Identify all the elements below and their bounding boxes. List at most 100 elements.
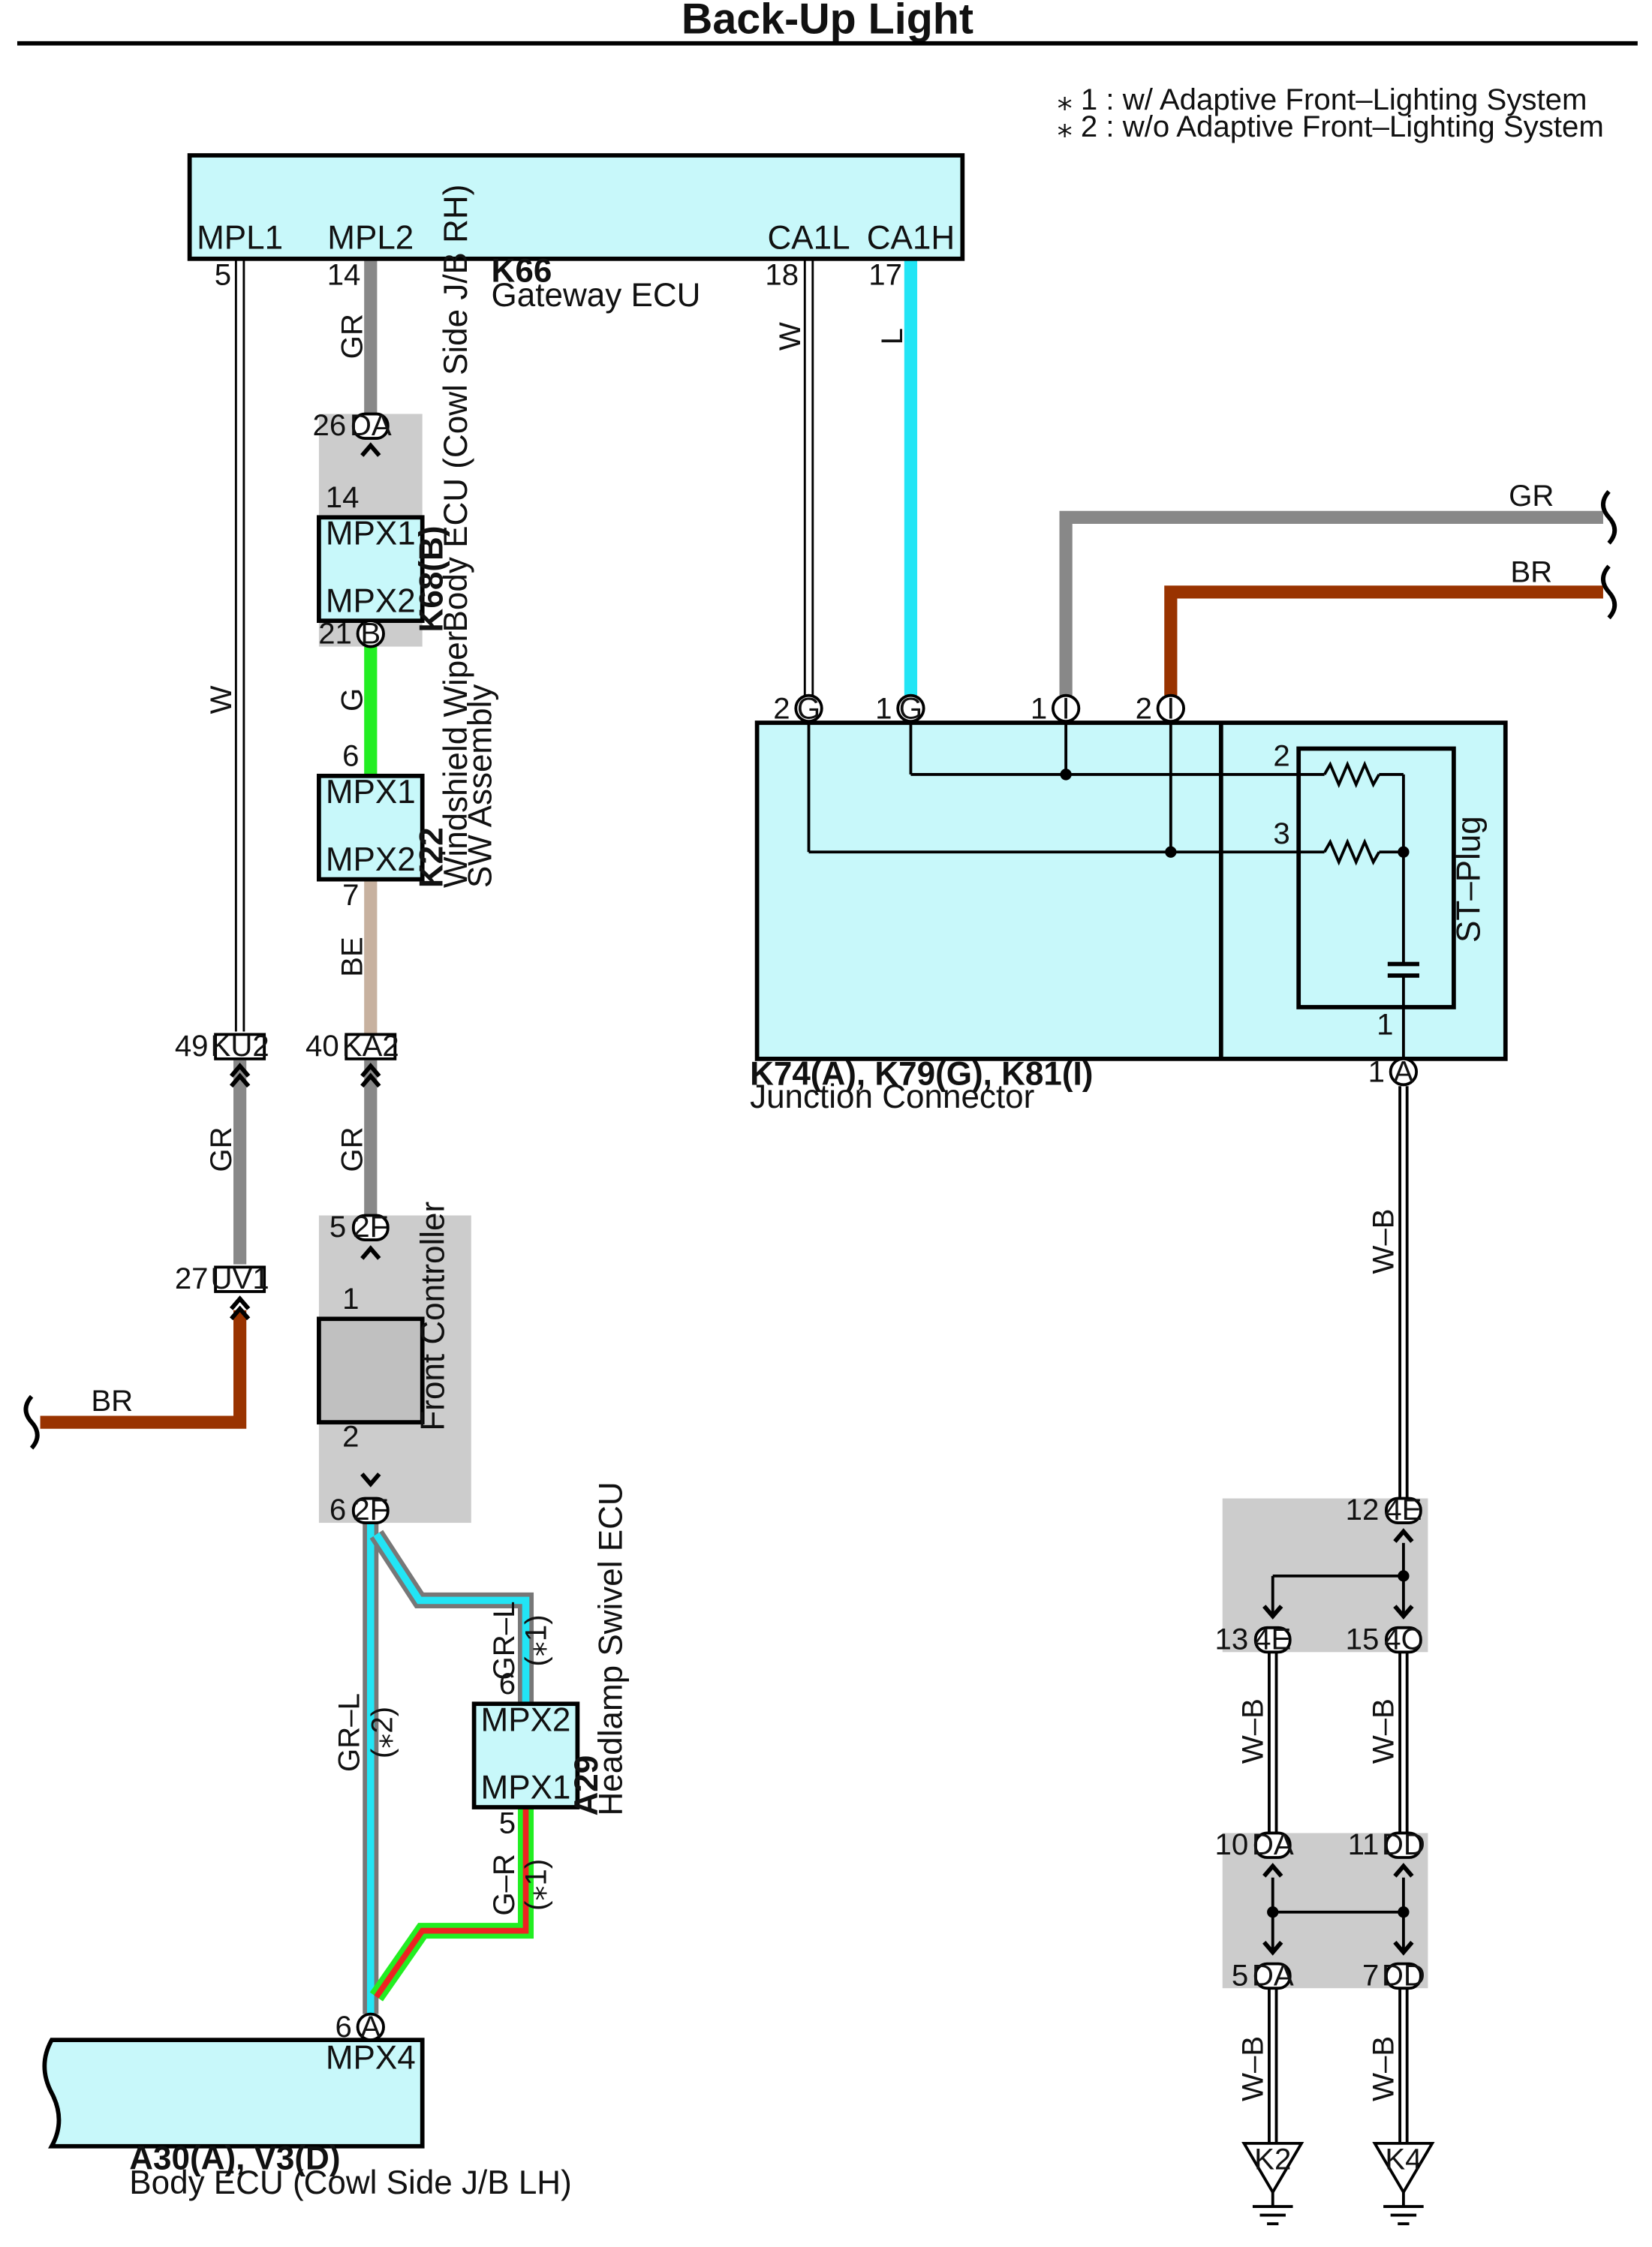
- wire-break-br: [1601, 564, 1617, 620]
- junction-node-2: [1165, 846, 1177, 858]
- junction-internal-wiring: [807, 721, 1405, 1059]
- svg-text:4C: 4C: [1384, 1622, 1422, 1656]
- wire-label-wb-5: W–B: [1366, 2036, 1400, 2101]
- wire-label-wb-main: W–B: [1366, 1208, 1400, 1274]
- k66-pin-ca1h: CA1H: [867, 219, 955, 256]
- k66-name: Gateway ECU: [492, 277, 701, 314]
- front-controller-name: Front Controller: [414, 1202, 451, 1431]
- k68-conn-da: DA: [350, 408, 392, 442]
- wire-note-1a: (⁎1): [519, 1614, 552, 1666]
- svg-text:G: G: [797, 691, 820, 725]
- junction-conn-i-1: I: [1051, 691, 1081, 725]
- k66-pinnum-17: 17: [868, 257, 902, 291]
- wire-label-g: G: [335, 688, 369, 711]
- k66-pinnum-18: 18: [765, 257, 799, 291]
- front-controller-conn-bottom: 2F: [351, 1493, 390, 1527]
- jb-da-node-left: [1267, 1906, 1279, 1918]
- k22-pinnum-6: 6: [342, 738, 359, 772]
- junction-pin-1g: 1: [875, 691, 892, 725]
- wire-label-wb-4: W–B: [1235, 2036, 1269, 2101]
- jb-pin-13: 13: [1214, 1622, 1248, 1656]
- uv1-pin: 27: [175, 1262, 209, 1295]
- k22-code: K22: [413, 827, 450, 888]
- junction-conn-a-out: A: [1389, 1054, 1419, 1088]
- k68-conn-b: B: [356, 617, 385, 651]
- junction-conn-i-2: I: [1156, 691, 1185, 725]
- resistor-2: [1323, 838, 1381, 866]
- a30-pinnum: 6: [336, 2010, 352, 2044]
- k22-name-2: SW Assembly: [462, 684, 499, 889]
- jb-da-shade: [1222, 1833, 1428, 1989]
- junction-name: Junction Connector: [750, 1078, 1034, 1115]
- svg-text:B: B: [360, 617, 381, 651]
- ka2-pin: 40: [305, 1029, 339, 1063]
- wire-label-wb-2: W–B: [1235, 1698, 1269, 1764]
- resistor-1: [1323, 760, 1381, 789]
- a29-name: Headlamp Swivel ECU: [593, 1481, 630, 1815]
- fc-pin-1: 1: [342, 1282, 359, 1316]
- svg-text:2F: 2F: [353, 1210, 388, 1244]
- k22-pin-top: MPX1: [326, 774, 416, 811]
- jb-da-conn-bottom: DA: [1252, 1958, 1294, 1992]
- wire-break-gr: [1601, 489, 1617, 545]
- wire-br-right: [1164, 585, 1603, 696]
- a30-code: A30(A), V3(D): [129, 2140, 340, 2176]
- junction-code: K74(A), K79(G), K81(I): [750, 1055, 1093, 1092]
- svg-text:A: A: [360, 2010, 381, 2044]
- jb-4e-conn-top: 4E: [1385, 1493, 1422, 1527]
- fc-chevron-bottom: [360, 1472, 381, 1487]
- connector-uv1: UV1: [211, 1262, 269, 1295]
- k68-code: K68(B): [413, 526, 450, 633]
- a29-code: A29: [568, 1755, 605, 1816]
- svg-text:2F: 2F: [353, 1493, 388, 1527]
- gateway-ecu-box: [187, 153, 965, 261]
- jb-pin-12: 12: [1346, 1493, 1380, 1527]
- wire-label-gr-3: GR: [204, 1127, 238, 1172]
- k68-pin-bottom: MPX2: [326, 583, 416, 620]
- junction-node-1: [1060, 769, 1072, 781]
- svg-text:KA2: KA2: [342, 1029, 399, 1063]
- a30-box: [42, 2038, 425, 2149]
- wire-label-be: BE: [335, 937, 369, 977]
- junction-pin-2i: 2: [1136, 691, 1152, 725]
- jb-da-node-right: [1398, 1906, 1410, 1918]
- jb-dd-chevron-bottom: [1393, 1941, 1414, 1956]
- k66-pinnum-14: 14: [327, 257, 361, 291]
- junction-pin-1i: 1: [1031, 691, 1047, 725]
- ground-k4-icon: K4: [1372, 2141, 1435, 2225]
- st-plug-box: [1296, 746, 1456, 1009]
- svg-text:4E: 4E: [1385, 1493, 1422, 1527]
- a29-pin-bottom: MPX1: [481, 1770, 571, 1806]
- wire-label-br-right: BR: [1510, 555, 1552, 588]
- jb-dd-conn-top: DD: [1382, 1827, 1425, 1861]
- wire-label-br-left: BR: [91, 1384, 133, 1418]
- wire-label-w-mpl1: W: [204, 685, 238, 714]
- wire-break-left: [23, 1394, 40, 1450]
- wire-note-1b: (⁎1): [519, 1859, 552, 1911]
- a29-pin-top: MPX2: [481, 1702, 571, 1739]
- st-plug-pin-3: 3: [1273, 817, 1289, 850]
- svg-text:DD: DD: [1382, 1827, 1425, 1861]
- k68-pinnum-14: 14: [326, 480, 360, 514]
- a29-box: [471, 1701, 580, 1809]
- k22-box: [317, 773, 425, 882]
- k68-name: Body ECU (Cowl Side J/B RH): [438, 185, 474, 633]
- connector-ku2: KU2: [211, 1029, 269, 1063]
- svg-text:DD: DD: [1382, 1958, 1425, 1992]
- a29-pinnum-5: 5: [499, 1806, 516, 1839]
- junction-conn-g-2: G: [896, 691, 925, 725]
- k66-pin-mpl2: MPL2: [327, 219, 414, 256]
- svg-text:A: A: [1393, 1054, 1413, 1088]
- k66-pin-ca1l: CA1L: [767, 219, 850, 256]
- wire-gr-green-red: [369, 1807, 534, 2002]
- wire-label-gr-2: GR: [335, 1127, 369, 1172]
- jb-4e-chevron-left: [1262, 1605, 1283, 1620]
- svg-text:UV1: UV1: [211, 1262, 269, 1295]
- svg-text:G: G: [899, 691, 922, 725]
- wire-label-grl-main: GR–L: [332, 1693, 366, 1772]
- diagram-title: Back-Up Light: [682, 0, 973, 43]
- junction-pin-2g: 2: [773, 691, 790, 725]
- jb-4e-conn-left: 4E: [1253, 1622, 1292, 1656]
- wire-label-gr-right: GR: [1509, 479, 1554, 513]
- svg-text:I: I: [1062, 691, 1070, 725]
